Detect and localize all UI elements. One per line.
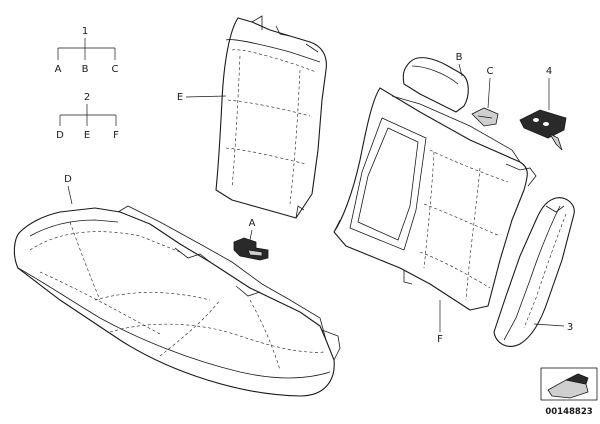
side-bolster-icon: 3 bbox=[493, 197, 575, 347]
tree-2-child-f: F bbox=[113, 130, 119, 141]
callout-3: 3 bbox=[567, 322, 573, 333]
tree-1-child-b: B bbox=[82, 64, 89, 75]
headrest-pad-icon: B bbox=[402, 52, 469, 113]
tree-2-root: 2 bbox=[84, 92, 90, 103]
tree-1-child-c: C bbox=[112, 64, 119, 75]
tree-1-child-a: A bbox=[55, 64, 62, 75]
backrest-left-icon: E bbox=[177, 15, 327, 219]
cover-plate-icon: C bbox=[471, 66, 499, 127]
tree-1-root: 1 bbox=[82, 26, 88, 37]
tree-2-lines bbox=[59, 104, 117, 126]
tree-2: 2 D E F bbox=[56, 92, 119, 141]
tree-2-child-d: D bbox=[56, 130, 64, 141]
tree-1: 1 A B C bbox=[55, 26, 119, 75]
part-symbol-icon: 00148823 bbox=[540, 367, 598, 417]
callout-d: D bbox=[64, 174, 72, 185]
callout-a: A bbox=[249, 218, 256, 229]
callout-f: F bbox=[437, 334, 443, 345]
seat-cushion-icon: D bbox=[13, 174, 341, 397]
callout-b: B bbox=[456, 52, 463, 63]
callout-c: C bbox=[487, 66, 494, 77]
hook-clip-icon: 4 bbox=[519, 66, 567, 151]
backrest-right-icon: F bbox=[333, 87, 537, 345]
callout-e: E bbox=[177, 92, 183, 103]
tree-1-lines bbox=[57, 38, 116, 60]
tree-2-child-e: E bbox=[84, 130, 90, 141]
document-number: 00148823 bbox=[545, 407, 592, 417]
small-bracket-icon: A bbox=[233, 218, 269, 261]
callout-4: 4 bbox=[546, 66, 552, 77]
